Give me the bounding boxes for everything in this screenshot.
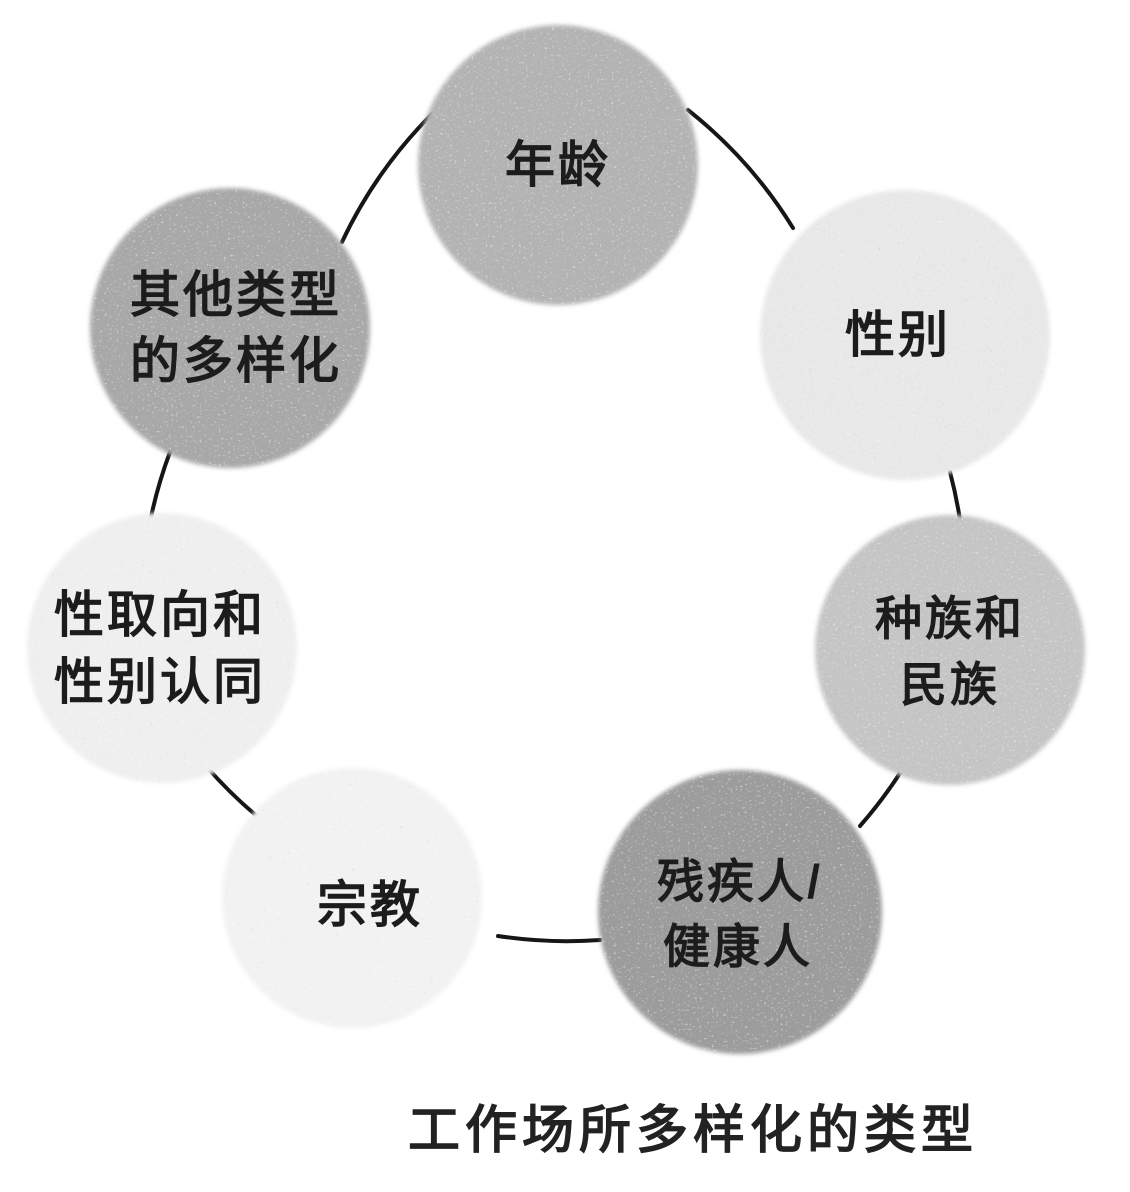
node-other-diversity-label-line2: 的多样化 (130, 333, 342, 389)
connector-gender-race (948, 470, 962, 522)
node-race-ethnicity-label-line2: 民族 (900, 658, 1000, 711)
node-age: 年龄 (418, 25, 698, 305)
node-race-ethnicity: 种族和 民族 (815, 515, 1085, 785)
node-race-ethnicity-circle (815, 515, 1085, 785)
node-sexual-orientation-circle (27, 513, 297, 783)
figure-caption: 工作场所多样化的类型 (408, 1102, 978, 1160)
node-disabled-healthy-label-line1: 残疾人/ (657, 855, 823, 908)
connector-age-gender (686, 108, 795, 230)
node-religion: 宗教 (222, 768, 482, 1028)
node-other-diversity-label-line1: 其他类型 (130, 267, 342, 323)
node-sexual-orientation-label-line2: 性别认同 (54, 654, 266, 710)
node-other-diversity-circle (90, 188, 370, 468)
node-sexual-orientation-label-line1: 性取向和 (54, 587, 266, 643)
connector-sexual-orientation-other (148, 450, 172, 524)
node-disabled-healthy: 残疾人/ 健康人 (598, 770, 882, 1054)
node-age-label: 年龄 (505, 137, 611, 193)
node-religion-circle (222, 768, 482, 1028)
connector-disabled-religion (496, 934, 602, 944)
node-sexual-orientation: 性取向和 性别认同 (27, 513, 297, 783)
node-gender-label: 性别 (845, 307, 951, 363)
connector-religion-sexual-orientation (204, 764, 260, 819)
node-race-ethnicity-label-line1: 种族和 (875, 592, 1025, 645)
node-gender-circle (760, 190, 1050, 480)
node-disabled-healthy-circle (598, 770, 882, 1054)
node-age-circle (418, 25, 698, 305)
node-disabled-healthy-label-line2: 健康人 (663, 920, 813, 973)
node-gender: 性别 (760, 190, 1050, 480)
connector-other-age (340, 112, 434, 244)
connector-race-disabled (858, 768, 904, 828)
node-religion-label: 宗教 (317, 877, 423, 933)
node-other-diversity: 其他类型 的多样化 (90, 188, 370, 468)
